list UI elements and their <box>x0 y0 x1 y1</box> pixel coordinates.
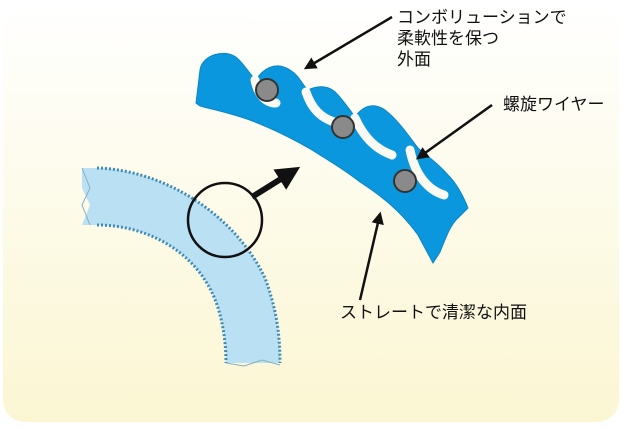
leader-inner-surface <box>358 211 384 301</box>
label-helical-wire: 螺旋ワイヤー <box>503 95 605 115</box>
tube-cut-end-bottom <box>225 359 281 367</box>
background-card <box>3 3 619 422</box>
tube-inner-edge <box>96 223 228 364</box>
zoom-arrow <box>250 166 301 200</box>
label-outer-surface: コンボリューションで 柔軟性を保つ 外面 <box>397 8 567 71</box>
leader-wire <box>415 103 493 160</box>
tube-outer-edge <box>96 166 282 364</box>
tube-cut-end-top <box>81 167 91 226</box>
curved-tube <box>81 166 282 367</box>
magnifier-circle <box>186 181 264 259</box>
wire-section-1 <box>255 78 279 102</box>
hose-wall-enlarged <box>195 52 469 264</box>
leader-outer-surface <box>303 15 393 70</box>
label-inner-surface: ストレートで清潔な内面 <box>340 303 527 323</box>
label-outer-line1: コンボリューションで <box>397 8 567 28</box>
label-outer-line3: 外面 <box>397 50 431 70</box>
wire-section-2 <box>331 115 355 139</box>
label-outer-line2: 柔軟性を保つ <box>397 29 499 49</box>
wire-section-3 <box>393 169 417 193</box>
